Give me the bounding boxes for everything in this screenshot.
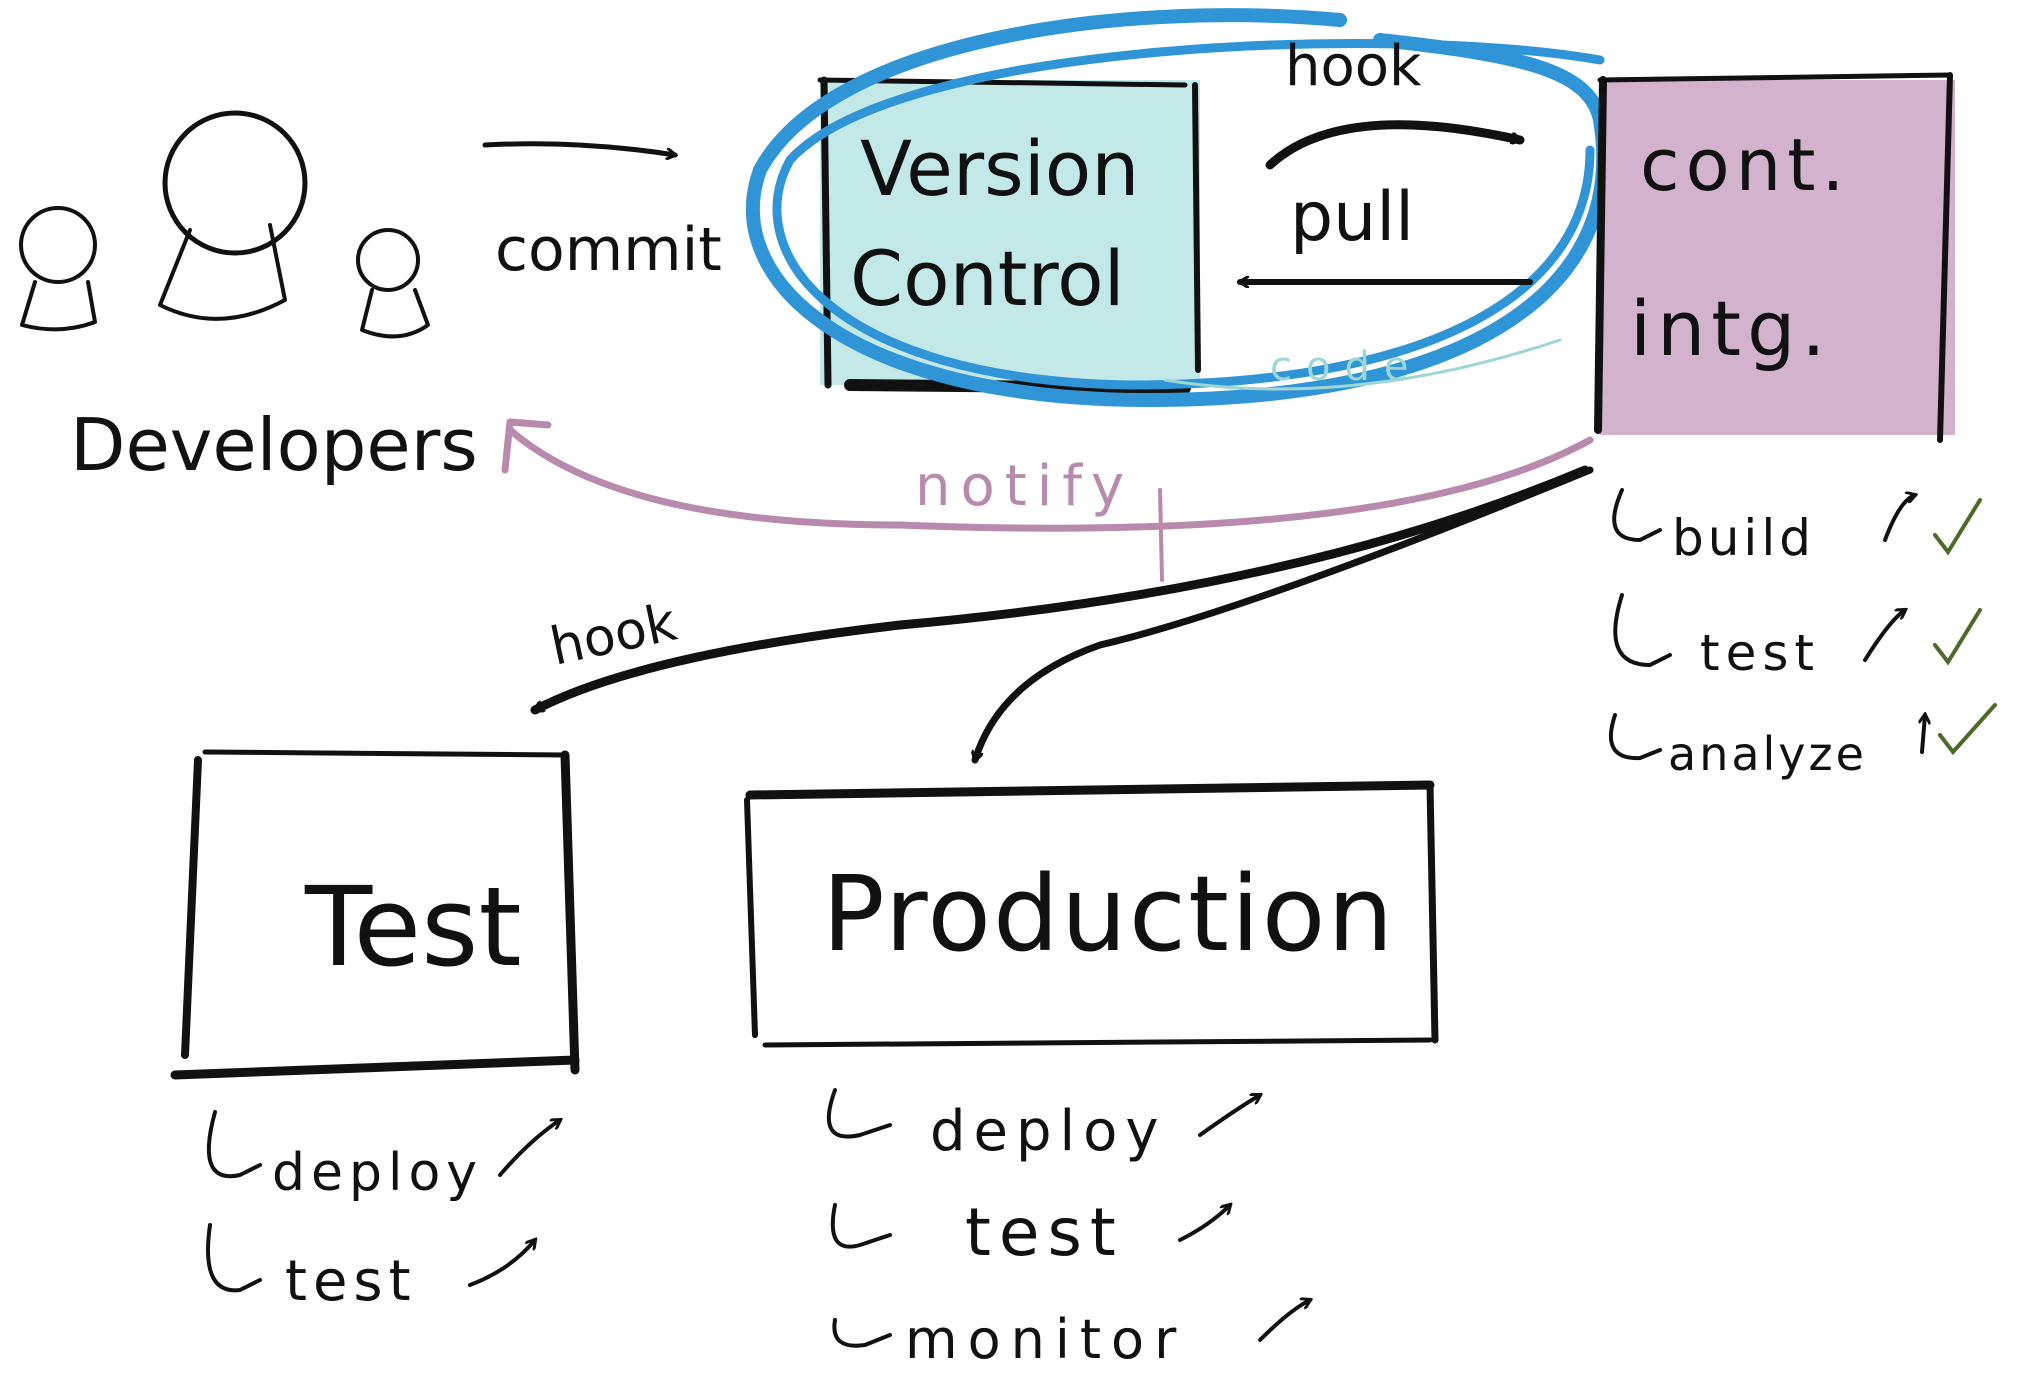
notify-label: notify [915, 454, 1134, 519]
production-box-top [745, 780, 1435, 800]
step-hook-arrow [206, 1223, 262, 1293]
test-step-label: deploy [272, 1143, 483, 1203]
ci-step-label: build [1672, 509, 1815, 567]
check-icon [1933, 608, 1982, 666]
notify-arrow [506, 426, 1594, 532]
version-control-label-line2: Control [850, 234, 1125, 323]
ci-box [1600, 80, 1955, 435]
ci-step-label: analyze [1668, 727, 1867, 781]
step-return-arrow [498, 1120, 560, 1177]
hook-edge-top: hook [1265, 34, 1525, 170]
ci-step-test: test [1613, 593, 1982, 682]
developer-head [19, 206, 97, 284]
test-step-deploy: deploy [206, 1110, 560, 1203]
highlight-loop-outer [745, 8, 1611, 408]
deploy-edge-production [975, 466, 1594, 760]
pull-label: pull [1290, 178, 1414, 257]
test-step-label: test [285, 1249, 417, 1314]
test-box-top [202, 749, 568, 758]
step-return-arrow [1863, 610, 1905, 662]
commit-arrow [482, 141, 675, 155]
ci-step-label: test [1700, 624, 1820, 682]
test-box-bottom [170, 1055, 580, 1080]
code-label: code [1270, 344, 1422, 390]
developer-body [158, 223, 287, 321]
code-edge: code [1163, 338, 1562, 391]
ci-edge-right [1937, 72, 1953, 443]
test-environment-node: Test [170, 749, 580, 1080]
ci-steps: build test analyze [1609, 488, 1997, 781]
production-box-bottom [762, 1037, 1433, 1048]
step-hook-arrow [832, 1318, 892, 1348]
developer-body [360, 288, 430, 339]
ci-edge-top [1597, 72, 1953, 83]
production-box-right [1426, 781, 1439, 1044]
developer-head [356, 228, 420, 292]
pull-edge: pull [1237, 178, 1533, 282]
developer-figure-small-left [19, 206, 97, 332]
notify-tail-stroke [1158, 488, 1164, 582]
step-return-arrow [1178, 1205, 1230, 1242]
developer-figure-small-right [356, 228, 430, 339]
step-hook-arrow [1609, 713, 1662, 761]
step-return-arrow [1883, 495, 1915, 542]
production-environment-node: Production [744, 780, 1439, 1048]
ci-label-line1: cont. [1640, 123, 1850, 207]
production-step-label: monitor [905, 1308, 1186, 1371]
step-hook-arrow [826, 1088, 892, 1139]
step-hook-arrow [1613, 593, 1672, 667]
highlight-loop-inner [772, 38, 1605, 390]
production-step-monitor: monitor [832, 1300, 1310, 1371]
hook-arrow-test [530, 465, 1590, 715]
production-box-left [744, 797, 758, 1038]
vc-edge-right [1192, 82, 1201, 373]
step-return-arrow [1922, 715, 1925, 754]
step-hook-arrow [1612, 488, 1662, 542]
version-control-label-line1: Version [860, 124, 1139, 213]
commit-edge: commit [482, 141, 722, 285]
ci-edge-left [1594, 76, 1607, 434]
test-box-right [560, 750, 580, 1075]
check-icon [1938, 703, 1997, 756]
test-box-left [181, 756, 202, 1059]
production-step-test: test [830, 1194, 1230, 1271]
check-icon [1933, 498, 1982, 556]
hook-arrow-top [1265, 120, 1525, 170]
notify-arrowhead [501, 418, 552, 474]
continuous-integration-node: cont. intg. [1594, 72, 1955, 443]
test-label: Test [304, 863, 522, 991]
highlight-loop [745, 8, 1611, 408]
production-step-deploy: deploy [826, 1088, 1260, 1164]
developers-label: Developers [70, 403, 478, 487]
code-arrow [1163, 338, 1562, 391]
developer-body [20, 280, 97, 332]
step-return-arrow [468, 1240, 535, 1287]
ci-step-analyze: analyze [1609, 703, 1997, 781]
step-hook-arrow [830, 1203, 892, 1249]
developer-head [162, 110, 308, 256]
ci-step-build: build [1612, 488, 1982, 567]
developers-group: Developers [19, 110, 478, 487]
production-step-label: test [965, 1194, 1124, 1271]
test-step-test: test [206, 1223, 535, 1314]
production-arrow [975, 466, 1594, 760]
step-hook-arrow [206, 1110, 262, 1179]
test-steps: deploy test [206, 1110, 560, 1314]
commit-label: commit [495, 215, 722, 285]
ci-label-line2: intg. [1630, 284, 1831, 373]
notify-edge: notify [501, 418, 1594, 582]
step-return-arrow [1198, 1095, 1260, 1137]
hook-top-label: hook [1285, 34, 1422, 99]
production-label: Production [822, 853, 1395, 975]
production-steps: deploy test monitor [826, 1088, 1310, 1371]
version-control-node: Version Control [817, 76, 1201, 394]
step-return-arrow [1258, 1300, 1310, 1342]
production-step-label: deploy [930, 1099, 1167, 1164]
developer-figure-large [158, 110, 308, 321]
